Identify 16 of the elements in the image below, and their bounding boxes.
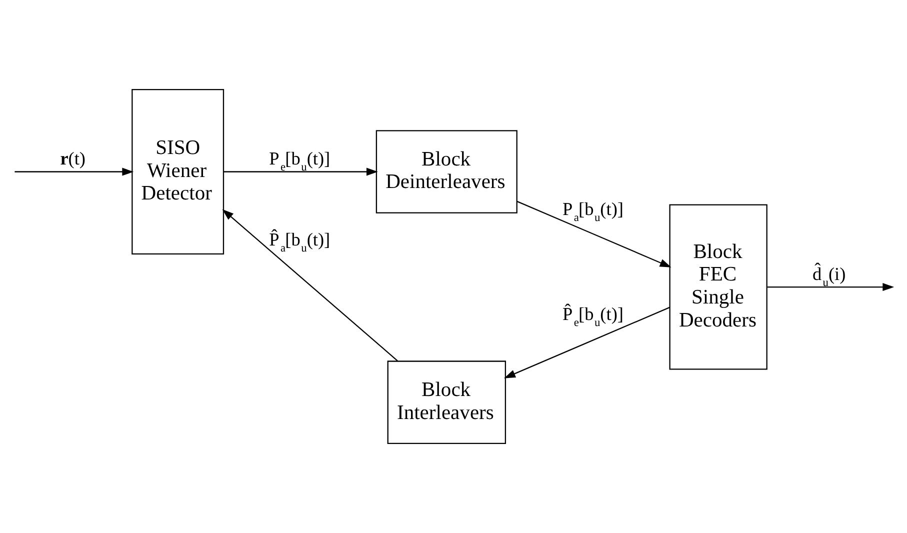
arrow <box>222 209 398 362</box>
node-box: Block Deinterleavers <box>376 130 518 214</box>
node-box: Block Interleavers <box>387 360 506 444</box>
arrow <box>224 168 378 176</box>
edge-label: P̂$_{a}$[b$_{u}$(t)] <box>269 230 330 255</box>
edge-label: P$_{a}$[b$_{u}$(t)] <box>562 198 624 224</box>
arrow <box>767 283 894 292</box>
edge-label: P̂$_{e}$[b$_{u}$(t)] <box>562 304 624 329</box>
edge-label: r(t) <box>60 148 86 169</box>
arrow <box>14 168 134 176</box>
arrow <box>504 306 670 378</box>
node-box: Block FEC Single Decoders <box>669 204 768 370</box>
edge-label: P$_{e}$[b$_{u}$(t)] <box>269 148 330 174</box>
edge-label: d̂$_{u}$(i) <box>812 264 846 289</box>
node-box: SISO Wiener Detector <box>132 89 224 255</box>
arrow <box>516 200 672 268</box>
